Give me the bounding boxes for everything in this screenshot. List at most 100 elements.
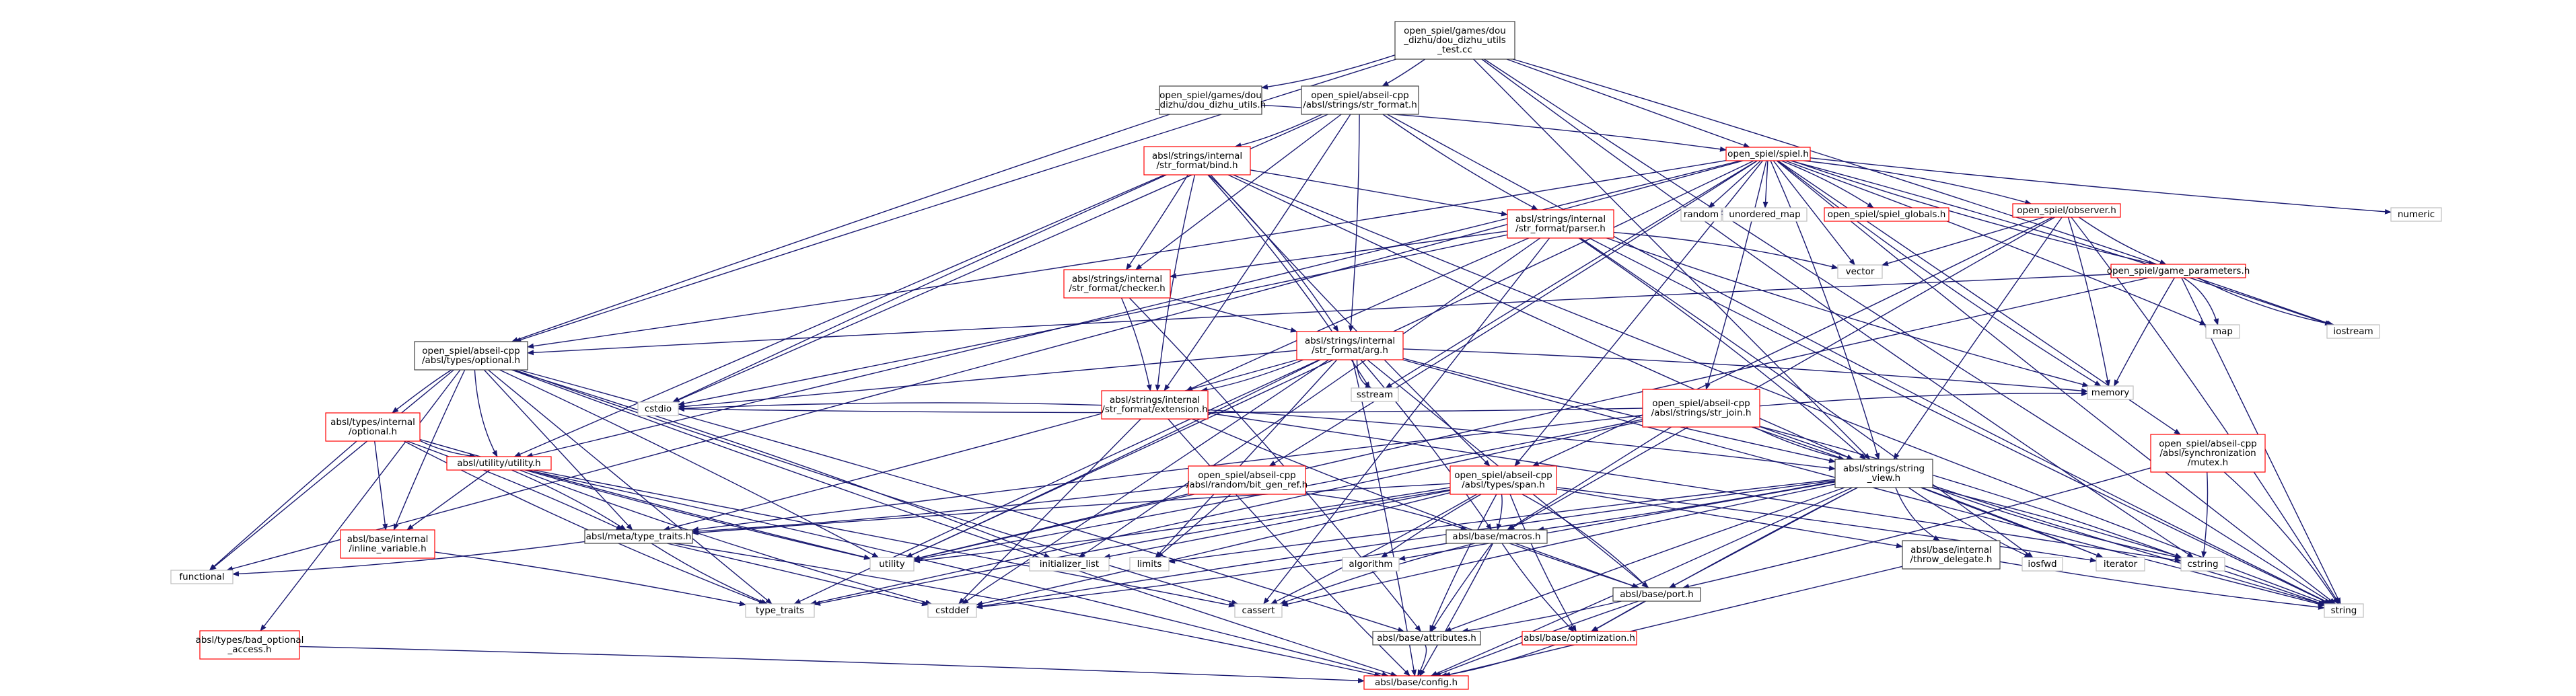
node-string: string — [2324, 603, 2364, 618]
node-label-line: _dizhu/dou_dizhu_utils — [1403, 35, 1506, 46]
node-gameparams[interactable]: open_spiel/game_parameters.h — [2107, 264, 2250, 278]
node-optional[interactable]: open_spiel/abseil-cpp/absl/types/optiona… — [414, 341, 528, 371]
node-label-line: /absl/types/optional.h — [422, 355, 520, 366]
node-observer[interactable]: open_spiel/observer.h — [2012, 203, 2121, 218]
node-label-line: /str_format/extension.h — [1102, 404, 1207, 415]
node-arg[interactable]: absl/strings/internal/str_format/arg.h — [1296, 331, 1404, 360]
edge-spiel-to-sstream — [1385, 160, 1758, 389]
node-label-line: /throw_delegate.h — [1910, 554, 1993, 565]
edge-root-to-spiel — [1506, 59, 1750, 148]
edge-mutex-to-port — [1682, 467, 2151, 589]
node-checker[interactable]: absl/strings/internal/str_format/checker… — [1063, 269, 1171, 299]
edge-strformat-to-bind — [1234, 114, 1322, 148]
edge-throwdel-to-config — [1443, 566, 1903, 677]
node-label-line: absl/base/config.h — [1375, 677, 1458, 688]
node-label-line: /mutex.h — [2188, 457, 2228, 468]
node-label-line: open_spiel/spiel.h — [1727, 149, 1809, 159]
edge-stringview-to-cstddef — [976, 480, 1836, 609]
node-ddutils[interactable]: open_spiel/games/dou_dizhu/dou_dizhu_uti… — [1155, 85, 1266, 115]
node-spiel[interactable]: open_spiel/spiel.h — [1725, 147, 1811, 161]
node-box — [1642, 389, 1760, 428]
node-label-line: absl/strings/internal — [1110, 395, 1200, 405]
node-utility[interactable]: absl/utility/utility.h — [446, 456, 552, 471]
node-attributes[interactable]: absl/base/attributes.h — [1372, 631, 1481, 646]
edge-span-to-type_traits — [814, 489, 1451, 606]
edge-stringview-to-string — [1931, 487, 2325, 606]
edge-strjoin-to-cstring — [1759, 426, 2182, 558]
node-mutex[interactable]: open_spiel/abseil-cpp/absl/synchronizati… — [2150, 434, 2266, 473]
node-extension[interactable]: absl/strings/internal/str_format/extensi… — [1101, 390, 1209, 420]
edge-parser-to-initlist — [1078, 237, 1541, 558]
node-label-line: absl/base/internal — [347, 534, 429, 545]
node-box — [1450, 465, 1557, 495]
node-label-line: /str_format/bind.h — [1156, 160, 1238, 171]
node-label-line: numeric — [2398, 209, 2435, 220]
edge-span-to-typetraits — [692, 483, 1451, 536]
edge-strjoin-to-string — [1759, 426, 2325, 606]
node-label-line: _view.h — [1867, 473, 1900, 484]
node-label-line: _access.h — [227, 644, 271, 655]
node-iosfwd: iosfwd — [2022, 557, 2063, 572]
node-badopt[interactable]: absl/types/bad_optional_access.h — [196, 630, 304, 660]
node-label-line: absl/utility/utility.h — [457, 458, 540, 469]
node-label-line: /str_format/checker.h — [1069, 283, 1165, 294]
edge-checker-to-arg — [1170, 297, 1297, 333]
node-strformat[interactable]: open_spiel/abseil-cpp/absl/strings/str_f… — [1301, 85, 1419, 115]
node-box — [1029, 557, 1110, 572]
node-toptional[interactable]: absl/types/internal/optional.h — [325, 412, 421, 442]
node-label-line: iosfwd — [2028, 559, 2056, 570]
edge-span-to-iterator — [1556, 487, 2097, 563]
node-cassert: cassert — [1234, 603, 1283, 618]
node-label-line: /str_format/parser.h — [1515, 223, 1606, 234]
edge-utility-to-inlinevar — [406, 469, 491, 531]
node-label-line: absl/base/optimization.h — [1524, 633, 1635, 644]
node-port[interactable]: absl/base/port.h — [1612, 587, 1701, 602]
node-stringview[interactable]: absl/strings/string_view.h — [1834, 459, 1933, 488]
node-label-line: open_spiel/games/dou — [1404, 26, 1506, 36]
node-label-line: open_spiel/observer.h — [2017, 205, 2116, 216]
node-span[interactable]: open_spiel/abseil-cpp/absl/types/span.h — [1450, 465, 1557, 495]
node-throwdel[interactable]: absl/base/internal/throw_delegate.h — [1902, 540, 2001, 570]
node-bitgen[interactable]: open_spiel/abseil-cpp/absl/random/bit_ge… — [1186, 465, 1308, 495]
edge-span-to-cassert — [1270, 494, 1477, 605]
node-config[interactable]: absl/base/config.h — [1363, 675, 1469, 690]
edge-spiel-to-map — [1785, 160, 2207, 325]
edge-arg-to-memory — [1402, 348, 2088, 394]
edge-checker-to-extension — [1120, 297, 1152, 391]
node-label-line: open_spiel/abseil-cpp — [422, 346, 520, 356]
node-strjoin[interactable]: open_spiel/abseil-cpp/absl/strings/str_j… — [1642, 389, 1760, 428]
edge-observer-to-macros — [1507, 217, 2055, 531]
node-optimization[interactable]: absl/base/optimization.h — [1522, 631, 1637, 646]
node-inlinevar[interactable]: absl/base/internal/inline_variable.h — [340, 529, 435, 559]
edge-strjoin-to-macros — [1507, 426, 1672, 531]
edge-port-to-attributes — [1461, 601, 1622, 633]
node-box — [1159, 85, 1262, 115]
edge-gameparams-to-memory — [2113, 277, 2176, 387]
node-parser[interactable]: absl/strings/internal/str_format/parser.… — [1507, 209, 1614, 239]
node-macros[interactable]: absl/base/macros.h — [1445, 529, 1548, 544]
edge-bitgen-to-utility_sys — [913, 493, 1189, 561]
node-typetraits[interactable]: absl/meta/type_traits.h — [584, 529, 693, 544]
node-box — [1301, 85, 1419, 115]
node-label-line: absl/base/attributes.h — [1377, 633, 1476, 644]
edge-observer-to-stringview — [1893, 217, 2063, 460]
edge-parser-to-stringview — [1578, 237, 1867, 460]
node-label-line: /absl/random/bit_gen_ref.h — [1186, 479, 1308, 490]
node-cstdio: cstdio — [637, 401, 679, 416]
node-label-line: /inline_variable.h — [349, 543, 426, 554]
edge-gameparams-to-optional — [527, 274, 2112, 356]
node-bind[interactable]: absl/strings/internal/str_format/bind.h — [1143, 146, 1251, 176]
node-label-line: absl/types/bad_optional — [196, 635, 304, 646]
edge-bind-to-span — [1210, 174, 1491, 467]
node-label-line: /absl/strings/str_format.h — [1303, 100, 1417, 110]
edge-strjoin-to-type_traits — [810, 420, 1643, 605]
node-label-line: absl/base/internal — [1910, 545, 1992, 555]
edge-typetraits-to-config — [674, 543, 1382, 678]
node-label-line: string — [2331, 605, 2357, 616]
edge-extension-to-cstddef — [958, 418, 1141, 605]
node-box — [2390, 207, 2442, 222]
node-spielglobals[interactable]: open_spiel/spiel_globals.h — [1824, 207, 1949, 222]
edge-extension-to-port — [1192, 418, 1640, 588]
node-box — [1445, 529, 1548, 544]
node-label-line: absl/strings/internal — [1515, 214, 1606, 225]
